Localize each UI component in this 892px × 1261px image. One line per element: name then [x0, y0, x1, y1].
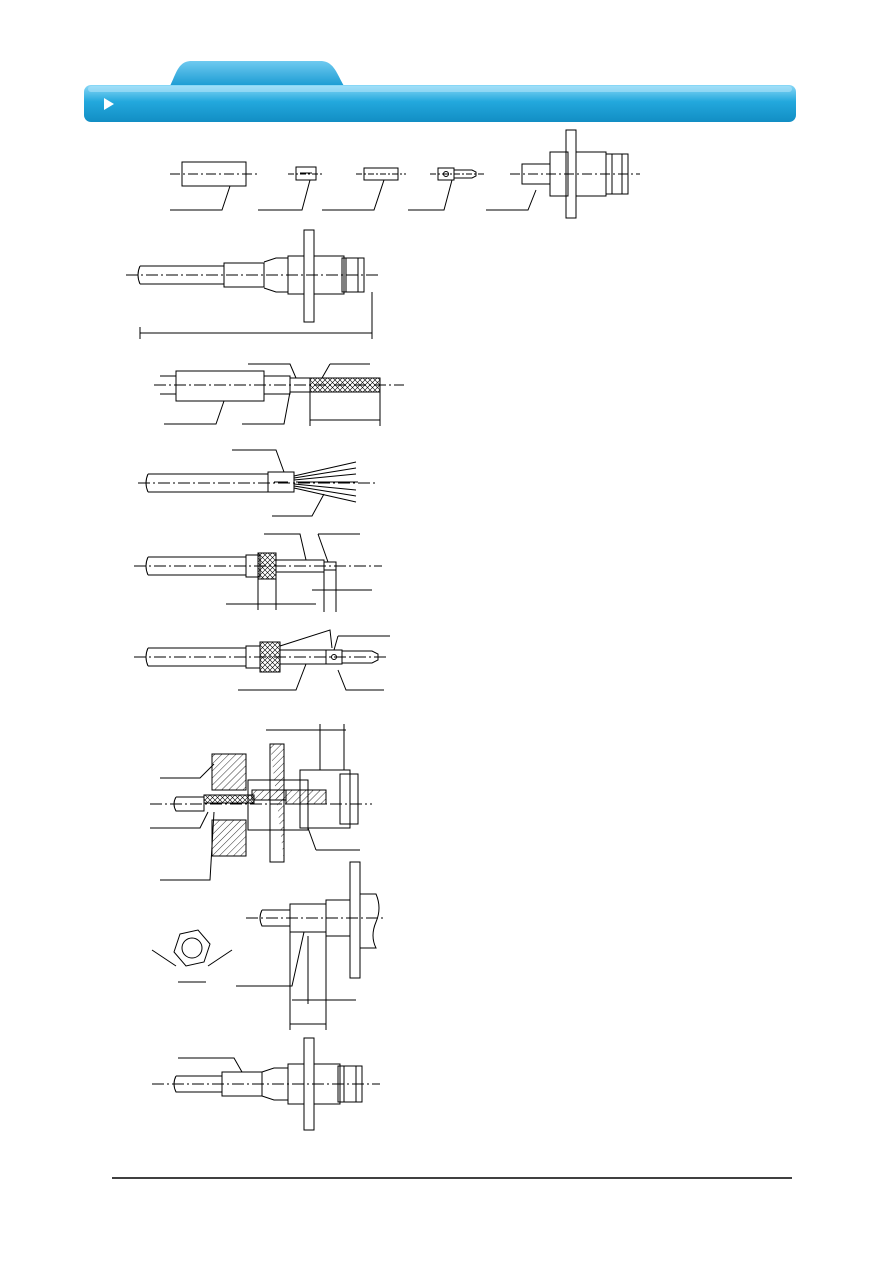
step-solder-contact	[134, 629, 390, 691]
step-strip-cable	[154, 363, 404, 426]
part-connector-body	[486, 129, 640, 219]
parts-legend	[170, 129, 640, 219]
step-fold-braid	[134, 533, 382, 612]
header-tab	[170, 61, 344, 86]
part-clip	[258, 166, 324, 211]
part-insulator	[322, 167, 406, 211]
part-ferrule	[170, 161, 258, 211]
hex-die-icon	[173, 929, 211, 967]
step-assembled-cable-connector	[126, 229, 380, 339]
step-finished-assembly	[152, 1037, 380, 1131]
play-triangle-icon	[104, 98, 114, 110]
header-blue-bar	[84, 85, 796, 122]
step-crimp-section	[150, 724, 372, 881]
header-bar	[84, 61, 796, 122]
part-contact	[408, 167, 484, 211]
step-hex-crimp	[151, 861, 384, 1030]
step-comb-braid	[138, 449, 378, 517]
